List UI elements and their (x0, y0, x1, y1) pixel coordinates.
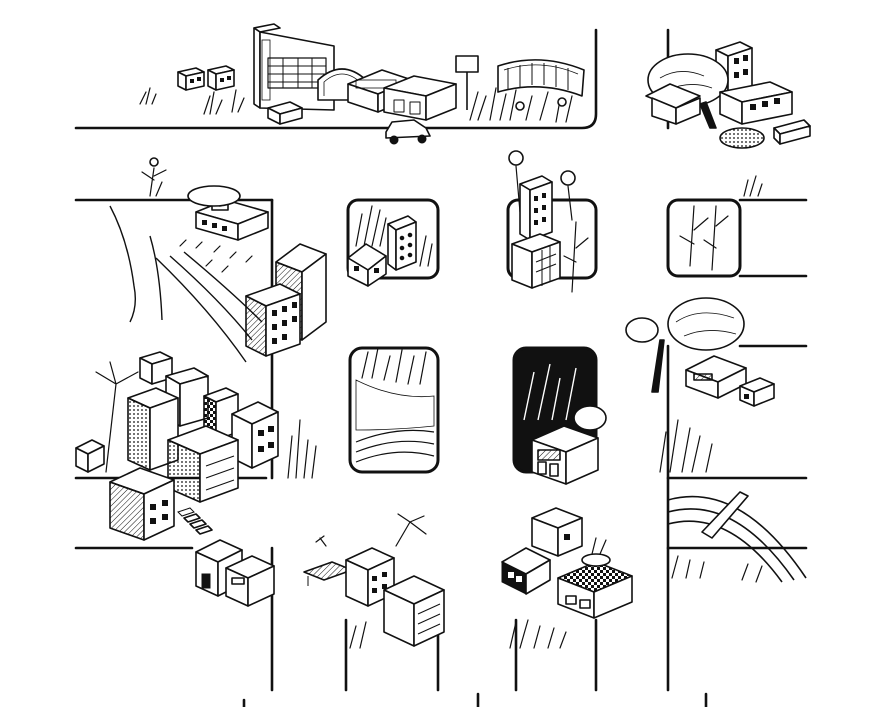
small-box-1 (177, 67, 205, 91)
river (109, 205, 137, 323)
top-strip (139, 23, 585, 145)
cluster-bldg-e (231, 401, 279, 469)
garden-path (355, 429, 435, 443)
block-r2c3-contents (508, 150, 589, 293)
right-middle (625, 297, 807, 583)
office-building-top (253, 23, 335, 111)
building-bottom-mid (531, 507, 583, 557)
flower (508, 150, 524, 166)
flower (560, 170, 576, 186)
block-frame-r3c2 (348, 346, 440, 474)
grass-field (179, 239, 253, 273)
small-house-right (739, 377, 775, 407)
crosswalk (177, 507, 213, 535)
river (149, 235, 163, 321)
bus-icon (773, 119, 811, 145)
grass-tuft (743, 175, 763, 197)
grass-tuft (659, 419, 713, 473)
cluster-bldg-f (167, 425, 239, 503)
bottom-house-left-2 (225, 555, 275, 607)
tower-r2c3 (519, 175, 553, 241)
bottom-row (195, 507, 633, 649)
apartment-bottom-2 (383, 575, 445, 647)
flower (515, 101, 525, 111)
overpass (701, 491, 749, 539)
bottom-house-left (195, 539, 243, 597)
grass-tuft (139, 87, 573, 123)
small-box-2 (207, 65, 235, 91)
house-right (685, 355, 747, 399)
stadium-building (497, 59, 585, 97)
cluster-bldg-g (109, 467, 175, 541)
highway (667, 520, 783, 583)
block-r2c4-contents (679, 205, 729, 271)
block-frame-r2c2 (346, 198, 440, 280)
road-grid (74, 28, 808, 707)
car-icon (385, 119, 431, 145)
cluster-bldg-a (139, 351, 173, 385)
highway (667, 508, 795, 581)
planter (581, 553, 611, 567)
palm-tree (95, 361, 139, 473)
park-block-left (109, 157, 327, 363)
house-black-bottom (501, 547, 551, 595)
tall-building-2 (245, 283, 301, 357)
block-r2c2-contents (347, 205, 433, 287)
corner-store (383, 75, 457, 121)
garden-path (355, 440, 435, 453)
block-r3c2-contents (355, 347, 435, 463)
top-right-cluster (645, 41, 811, 197)
cluster-bldg-h (75, 439, 105, 473)
bush (573, 405, 607, 431)
small-house (347, 243, 387, 287)
long-building-tr (719, 81, 793, 125)
park-bench (303, 561, 353, 586)
flower (557, 97, 567, 107)
grid-building (511, 233, 561, 289)
tower-r2c2 (387, 215, 417, 271)
delivery-box (267, 101, 303, 125)
flower (149, 157, 159, 167)
tree-canopy (187, 185, 241, 207)
dense-cluster-left (75, 351, 317, 541)
block-frame-r2c4 (666, 198, 742, 278)
sapling (563, 221, 589, 293)
butterfly (315, 535, 327, 547)
tree-right (625, 297, 745, 393)
house-tr (645, 83, 701, 125)
palm-leaves (395, 513, 427, 547)
railway (155, 257, 247, 363)
garden-path (355, 451, 435, 463)
tiled-roof-house (557, 561, 633, 619)
block-r3c3-contents (523, 363, 607, 485)
road-sign (455, 55, 479, 110)
cluster-bldg-d (203, 387, 239, 441)
shop-house (531, 425, 599, 485)
road-top-left (74, 28, 598, 130)
bush (719, 127, 765, 149)
plant (141, 167, 167, 197)
highway (667, 495, 807, 579)
railway (169, 255, 253, 341)
